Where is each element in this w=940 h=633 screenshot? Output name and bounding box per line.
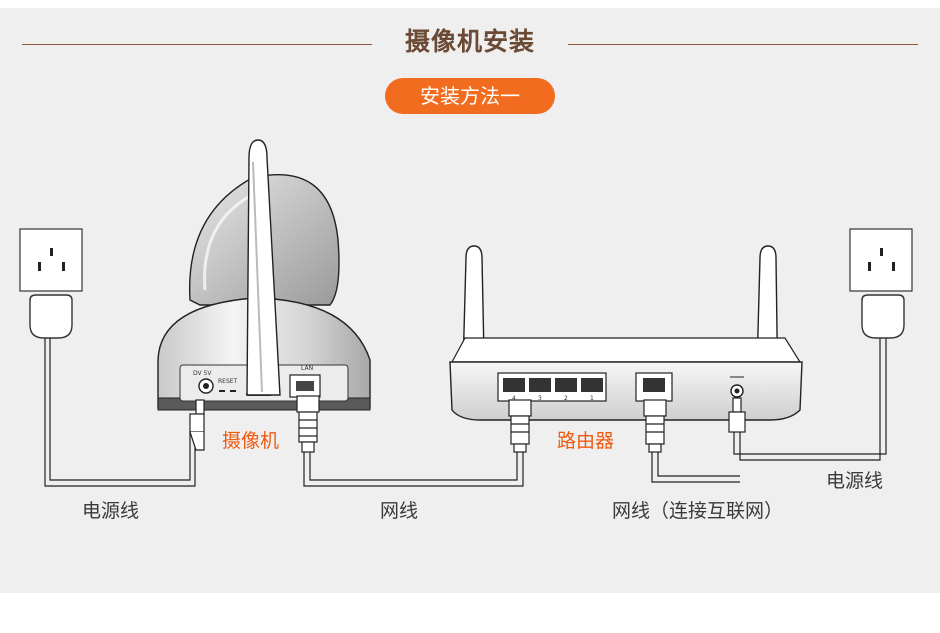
wall-outlet-left bbox=[19, 228, 83, 292]
title-rule-right bbox=[568, 44, 918, 45]
method-one-button[interactable]: 安装方法一 bbox=[385, 78, 555, 114]
router-lan-connector bbox=[508, 399, 532, 453]
network-internet-label: 网线（连接互联网） bbox=[612, 500, 784, 522]
title-rule-left bbox=[22, 44, 372, 45]
lan-label: LAN bbox=[301, 365, 313, 372]
power-plug-left bbox=[29, 294, 73, 339]
outlet-pin-ground bbox=[880, 248, 883, 256]
camera-lan-connector bbox=[296, 395, 320, 453]
outlet-pin-right bbox=[892, 262, 895, 271]
reset-label: RESET bbox=[218, 378, 238, 385]
router-device: 4 3 2 1 bbox=[449, 245, 803, 421]
outlet-pin-right bbox=[62, 262, 65, 271]
power-port-label: DV 5V bbox=[193, 370, 212, 377]
router-port-label-2: 2 bbox=[564, 395, 568, 402]
power-plug-right bbox=[861, 294, 905, 339]
network-cable-camera-router bbox=[303, 448, 524, 487]
camera-device: DV 5V RESET LAN bbox=[157, 139, 371, 411]
outlet-pin-left bbox=[868, 262, 871, 271]
network-cable-internet bbox=[651, 448, 740, 483]
page-title: 摄像机安装 bbox=[404, 27, 535, 56]
router-label: 路由器 bbox=[557, 430, 615, 452]
outlet-pin-ground bbox=[50, 248, 53, 256]
router-port-label-3: 3 bbox=[538, 395, 542, 402]
power-cable-right-label: 电源线 bbox=[826, 470, 884, 492]
power-cable-right bbox=[739, 338, 881, 461]
wall-outlet-right bbox=[849, 228, 913, 292]
router-wan-connector bbox=[643, 399, 667, 453]
router-port-label-4: 4 bbox=[512, 395, 516, 402]
cables bbox=[44, 338, 887, 487]
power-cable-left-label: 电源线 bbox=[82, 500, 140, 522]
router-power-connector bbox=[728, 397, 746, 433]
camera-label: 摄像机 bbox=[222, 430, 280, 452]
camera-power-connector bbox=[189, 399, 205, 451]
power-cable-left bbox=[44, 338, 196, 487]
network-cable-label: 网线 bbox=[380, 500, 419, 522]
outlet-pin-left bbox=[38, 262, 41, 271]
router-port-label-1: 1 bbox=[590, 395, 594, 402]
